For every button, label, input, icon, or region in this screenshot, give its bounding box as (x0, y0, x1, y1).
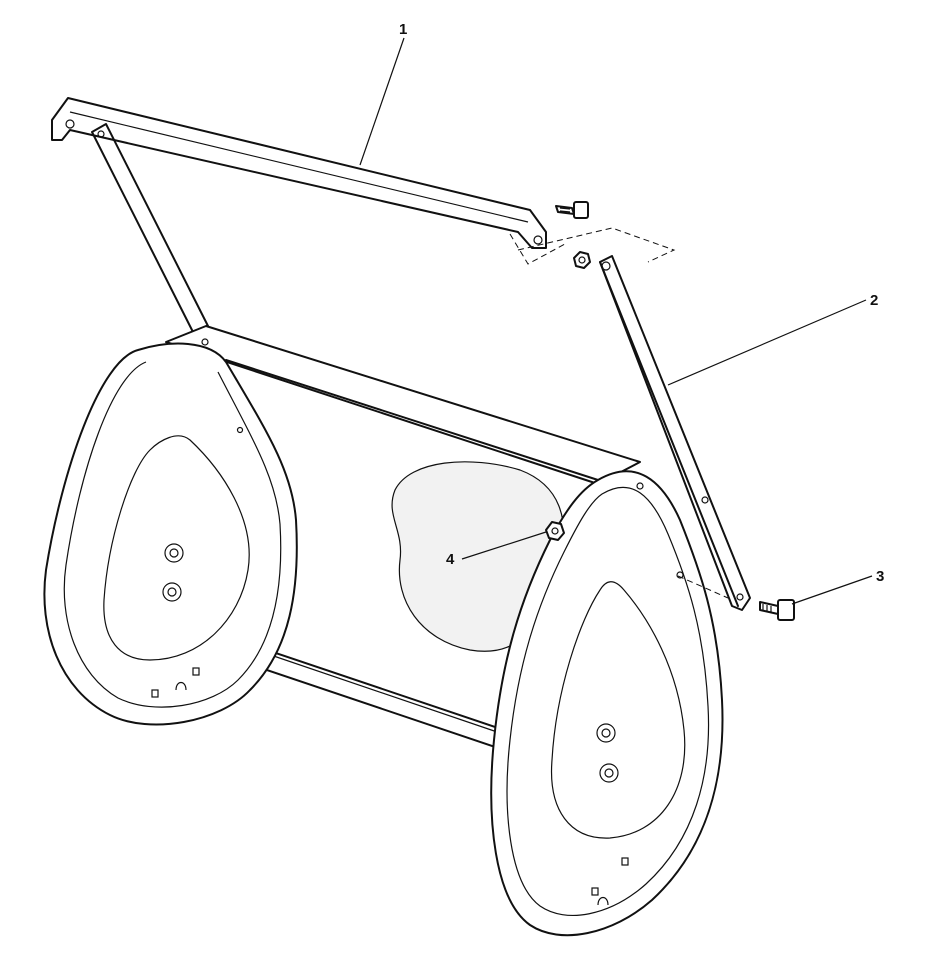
leader-line-3 (791, 575, 873, 605)
callout-label-4: 4 (446, 551, 455, 568)
carriage-bolt-part (545, 521, 565, 541)
side-strap-part (599, 255, 751, 611)
right-side-plate (490, 470, 724, 937)
leader-line-2 (667, 299, 867, 386)
hex-bolt-part (759, 599, 795, 621)
leader-line-1 (359, 37, 405, 166)
nut-hardware (573, 251, 591, 269)
callout-label-1: 1 (399, 21, 407, 38)
bolt-hardware (555, 201, 589, 219)
handle-bar-part (51, 97, 547, 335)
top-cross-plate (165, 325, 641, 485)
leader-line-4 (461, 531, 547, 560)
left-side-plate (43, 342, 298, 726)
callout-label-3: 3 (876, 568, 884, 585)
callout-label-2: 2 (870, 292, 878, 309)
bottom-cross-bar (251, 644, 511, 753)
